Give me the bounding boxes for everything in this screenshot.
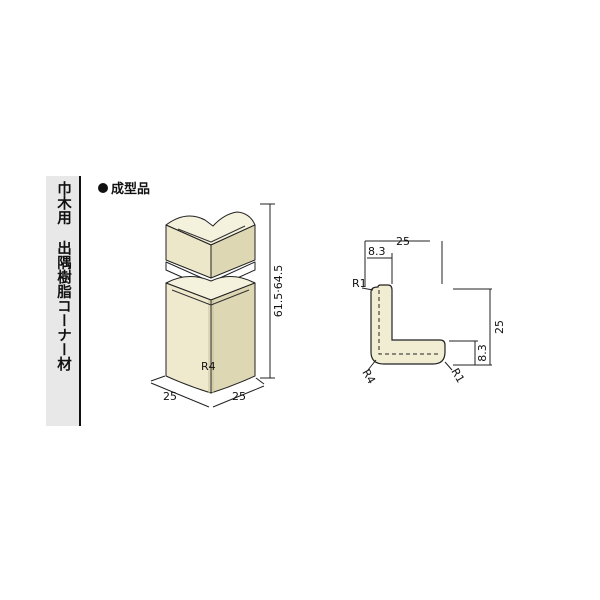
heading: 成型品 [98, 178, 150, 197]
body-left-face [165, 282, 212, 394]
body-rim [171, 289, 250, 306]
side-tab [46, 176, 79, 426]
r4-leader [367, 359, 377, 371]
section-inner-dashed [378, 290, 438, 355]
dims-3d [150, 203, 275, 408]
dims-section [361, 240, 492, 371]
r1-bottom-leader [444, 361, 453, 371]
body-rounded-edge [208, 300, 214, 393]
left-width-dim [150, 382, 210, 408]
left-width-ext [150, 375, 166, 382]
top-cap-groove [177, 225, 246, 243]
heading-text: 成型品 [111, 182, 151, 197]
section-right-height-label: 25 [493, 320, 506, 334]
r1-top-label: R1 [352, 277, 367, 290]
cross-section [370, 284, 446, 365]
side-tab-divider [79, 176, 81, 426]
section-top-width-label: 25 [396, 235, 410, 248]
body-top-face [165, 276, 256, 301]
section-flange-width-label: 8.3 [368, 245, 386, 258]
top-cap-right-face [210, 224, 256, 279]
radius-label-3d: R4 [201, 360, 216, 373]
right-width-ext [255, 377, 265, 385]
height-label: 61.5·64.5 [272, 265, 285, 317]
r1-bottom-label: R1 [448, 366, 467, 385]
side-label: 巾木用 出隅樹脂コーナー材 [55, 181, 71, 371]
right-width-dim [212, 385, 265, 408]
r4-section-label: R4 [359, 367, 378, 386]
bullet-icon [98, 182, 108, 193]
corner-piece-3d [165, 211, 256, 394]
right-width-label: 25 [232, 390, 246, 403]
left-width-label: 25 [163, 390, 177, 403]
section-profile [370, 284, 446, 365]
section-flange-height-label: 8.3 [476, 344, 489, 362]
r1-top-leader [361, 287, 374, 291]
top-cap-top-face [165, 211, 256, 246]
body-right-face [210, 282, 256, 394]
